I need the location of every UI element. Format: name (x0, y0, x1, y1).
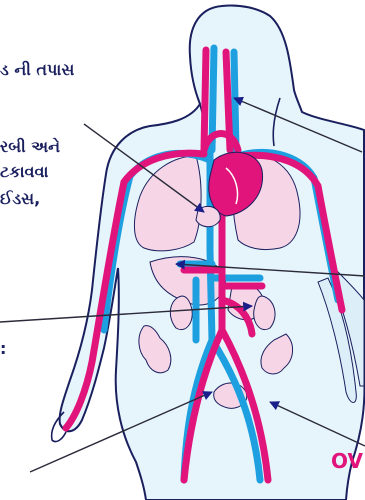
jugular-vein-left (234, 52, 236, 150)
label-middle-line-2: ટકાવવા (0, 161, 48, 183)
label-middle-line-3: ઈડસ, (0, 188, 40, 210)
label-middle-line-1: રબી અને (0, 136, 60, 158)
label-top-fragment: ડ ની તપાસ (0, 59, 74, 81)
label-lower-fragment: : (0, 338, 6, 360)
right-kidney (170, 296, 192, 330)
carotid-artery-right (204, 50, 206, 150)
label-bottom-right-fragment: OV (331, 448, 363, 474)
